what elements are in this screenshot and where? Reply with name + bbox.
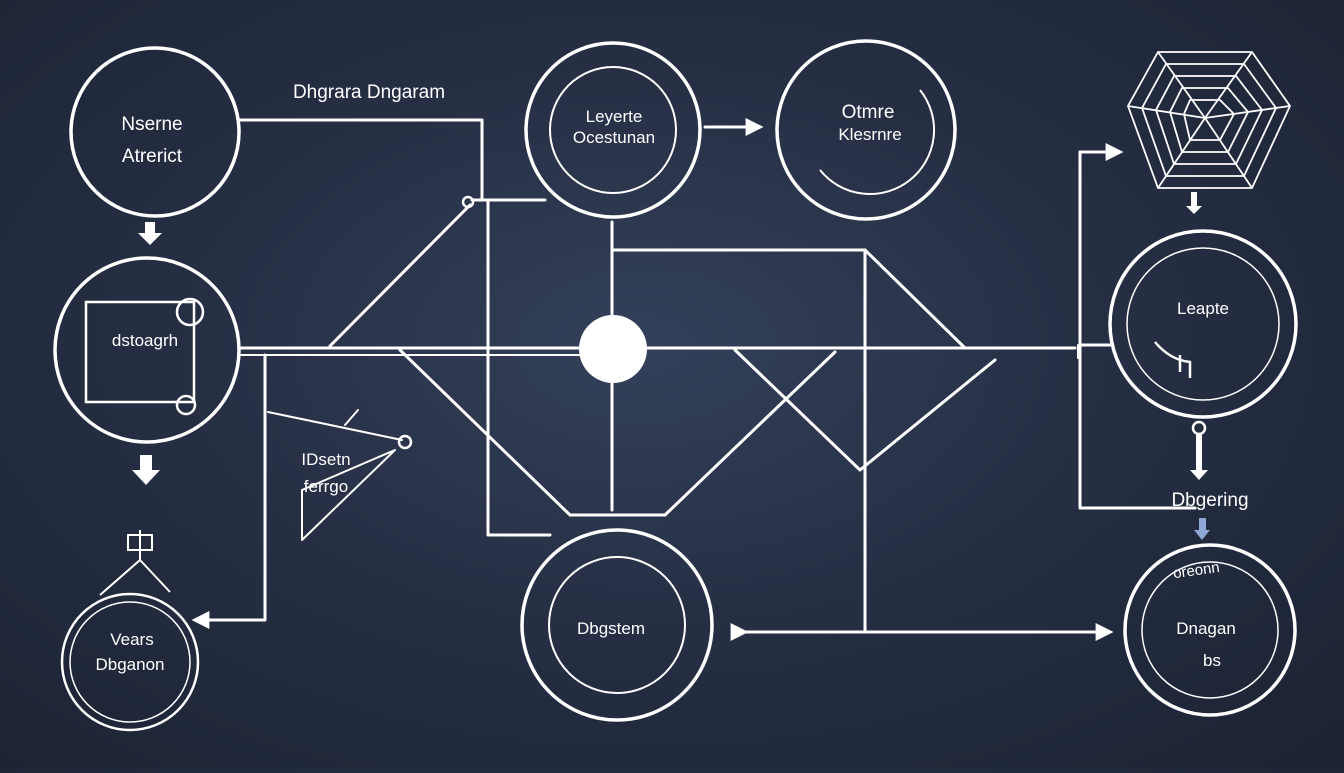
top-left-label-2: Atrerict <box>122 146 183 167</box>
spiral-polygon-icon <box>1127 51 1292 189</box>
right-bracket <box>1078 150 1197 510</box>
small-triangle <box>301 449 396 541</box>
bottom-right-arc-label: oreonn <box>1172 559 1221 582</box>
diag-right-v <box>733 348 997 472</box>
top-center-right-label-1: Otmre <box>842 102 895 123</box>
left-mid-knob-bottom <box>175 394 197 416</box>
down-arrow-accent <box>1194 518 1210 540</box>
diagram-title: Dhgrara Dngaram <box>293 82 445 103</box>
connector-topleft-center <box>238 118 484 202</box>
bottom-left-figure-head <box>127 534 153 551</box>
node-top-center-right-arc <box>819 89 935 196</box>
top-left-label-1: Nserne <box>121 114 182 135</box>
diag-right-down <box>863 248 967 350</box>
node-bottom-right[interactable] <box>1123 543 1297 717</box>
pencil-mark <box>344 409 359 426</box>
bottom-left-figure <box>99 530 171 596</box>
hub-node[interactable] <box>579 315 647 383</box>
block-arrows <box>132 192 1210 540</box>
node-top-center-inner <box>549 66 677 194</box>
bottom-right-label-2: bs <box>1203 651 1221 670</box>
left-small-label-2: ferrgo <box>304 477 348 496</box>
diag-left-up <box>328 203 472 348</box>
down-arrow-1 <box>138 222 162 245</box>
node-bottom-right-inner <box>1141 561 1279 699</box>
node-bottom-center-inner <box>548 556 686 694</box>
right-label: Dbgering <box>1171 490 1248 511</box>
top-center-label-1: Leyerte <box>586 107 643 126</box>
left-mid-label: dstoagrh <box>112 331 178 350</box>
connector-lines <box>191 118 1197 641</box>
down-arrow-2 <box>132 455 160 485</box>
right-mid-label: Leapte <box>1177 299 1229 318</box>
connector-left-bottom <box>191 353 267 629</box>
node-left-mid[interactable] <box>53 256 241 444</box>
diag-lower-left <box>398 348 837 517</box>
node-right-mid-inner <box>1126 247 1280 401</box>
vertical-left-inner <box>486 198 552 537</box>
pointer-line <box>267 411 403 441</box>
bottom-center-label: Dbgstem <box>577 619 645 638</box>
top-center-label-2: Ocestunan <box>573 128 655 147</box>
down-arrow-4 <box>1190 435 1208 480</box>
left-mid-knob-top <box>175 297 205 327</box>
bottom-left-label-1: Vears <box>110 630 153 649</box>
junction-dot-3 <box>1191 420 1207 436</box>
right-mid-glyph <box>1154 341 1192 378</box>
left-mid-frame <box>84 300 196 404</box>
node-right-mid[interactable] <box>1108 229 1298 419</box>
node-top-left[interactable] <box>69 46 241 218</box>
junction-dot-2 <box>397 434 413 450</box>
top-center-right-label-2: Klesrnre <box>838 125 901 144</box>
node-bottom-left[interactable] <box>60 592 200 732</box>
node-bottom-center[interactable] <box>520 528 714 722</box>
nodes <box>53 39 1298 732</box>
down-arrow-3 <box>1186 192 1202 214</box>
node-bottom-left-inner <box>69 601 191 723</box>
bottom-left-label-2: Dbganon <box>95 655 164 674</box>
left-small-label-1: IDsetn <box>301 450 350 469</box>
right-inner-box <box>610 248 867 634</box>
junction-dot-1 <box>461 195 475 209</box>
node-top-center[interactable] <box>524 41 702 219</box>
bottom-right-label-1: Dnagan <box>1176 619 1236 638</box>
node-top-center-right[interactable] <box>775 39 957 221</box>
